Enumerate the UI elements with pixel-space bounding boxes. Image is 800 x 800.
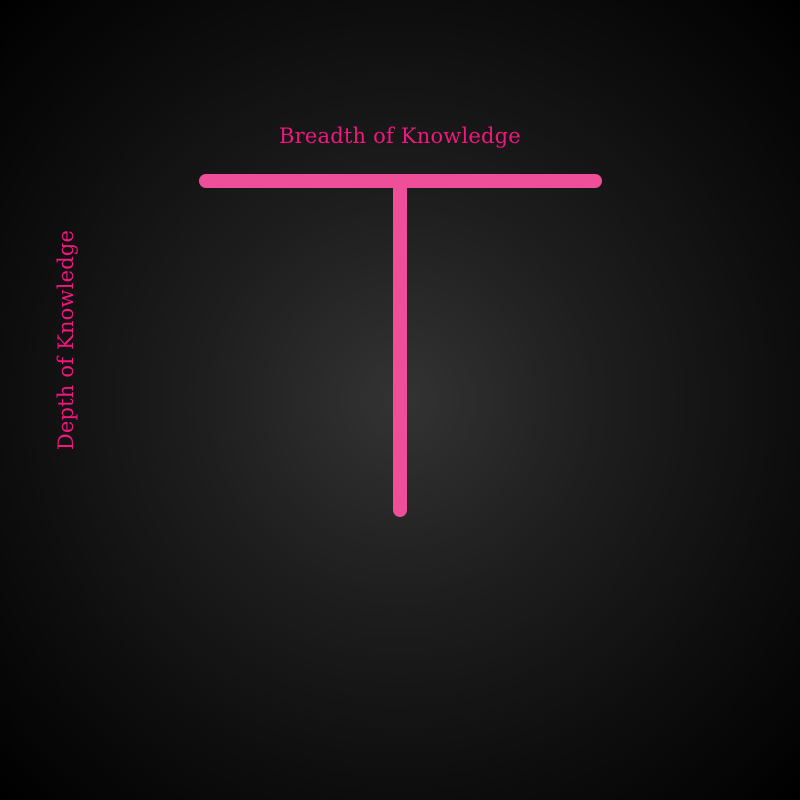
breadth-label: Breadth of Knowledge [279,124,521,148]
